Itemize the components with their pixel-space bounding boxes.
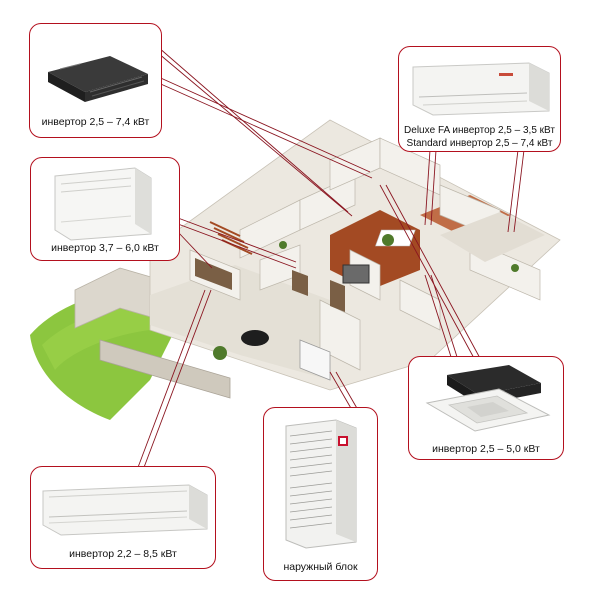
ducted-unit-icon (48, 56, 148, 102)
leader-lines (136, 46, 525, 471)
plants (213, 234, 519, 360)
cassette-unit-callout: инвертор 2,5 – 5,0 кВт (408, 356, 564, 460)
outer-wall-front (99, 339, 231, 399)
cassette-unit-caption: инвертор 2,5 – 5,0 кВт (432, 443, 540, 455)
lawn-shade (42, 302, 160, 370)
ceiling-suspended-unit-icon (42, 484, 208, 536)
outdoor-unit-caption: наружный блок (283, 561, 358, 573)
piano (241, 330, 269, 346)
wall-split-unit-icon (412, 62, 550, 116)
outdoor-unit-callout: наружный блок (263, 407, 378, 581)
interior-panels (195, 258, 345, 312)
ceiling-suspended-unit-callout: инвертор 2,2 – 8,5 кВт (30, 466, 216, 569)
ceiling-suspended-unit-caption: инвертор 2,2 – 8,5 кВт (69, 548, 177, 560)
cassette-unit-icon (425, 365, 551, 432)
courtyard-floor (150, 265, 330, 380)
floor-console-unit-callout: инвертор 3,7 – 6,0 кВт (30, 157, 180, 261)
outdoor-mount (299, 339, 331, 381)
floor-console-unit-icon (54, 167, 152, 241)
ducted-unit-callout: инвертор 2,5 – 7,4 кВт (29, 23, 162, 138)
wall-split-unit-callout: Deluxe FA инвертор 2,5 – 3,5 кВт Standar… (398, 46, 561, 152)
ducted-unit-caption: инвертор 2,5 – 7,4 кВт (41, 116, 150, 128)
skylight (342, 264, 370, 284)
floor-console-unit-caption: инвертор 3,7 – 6,0 кВт (51, 242, 159, 254)
wall-split-unit-caption: Deluxe FA инвертор 2,5 – 3,5 кВт Standar… (404, 125, 555, 149)
outdoor-unit-icon (285, 419, 357, 549)
